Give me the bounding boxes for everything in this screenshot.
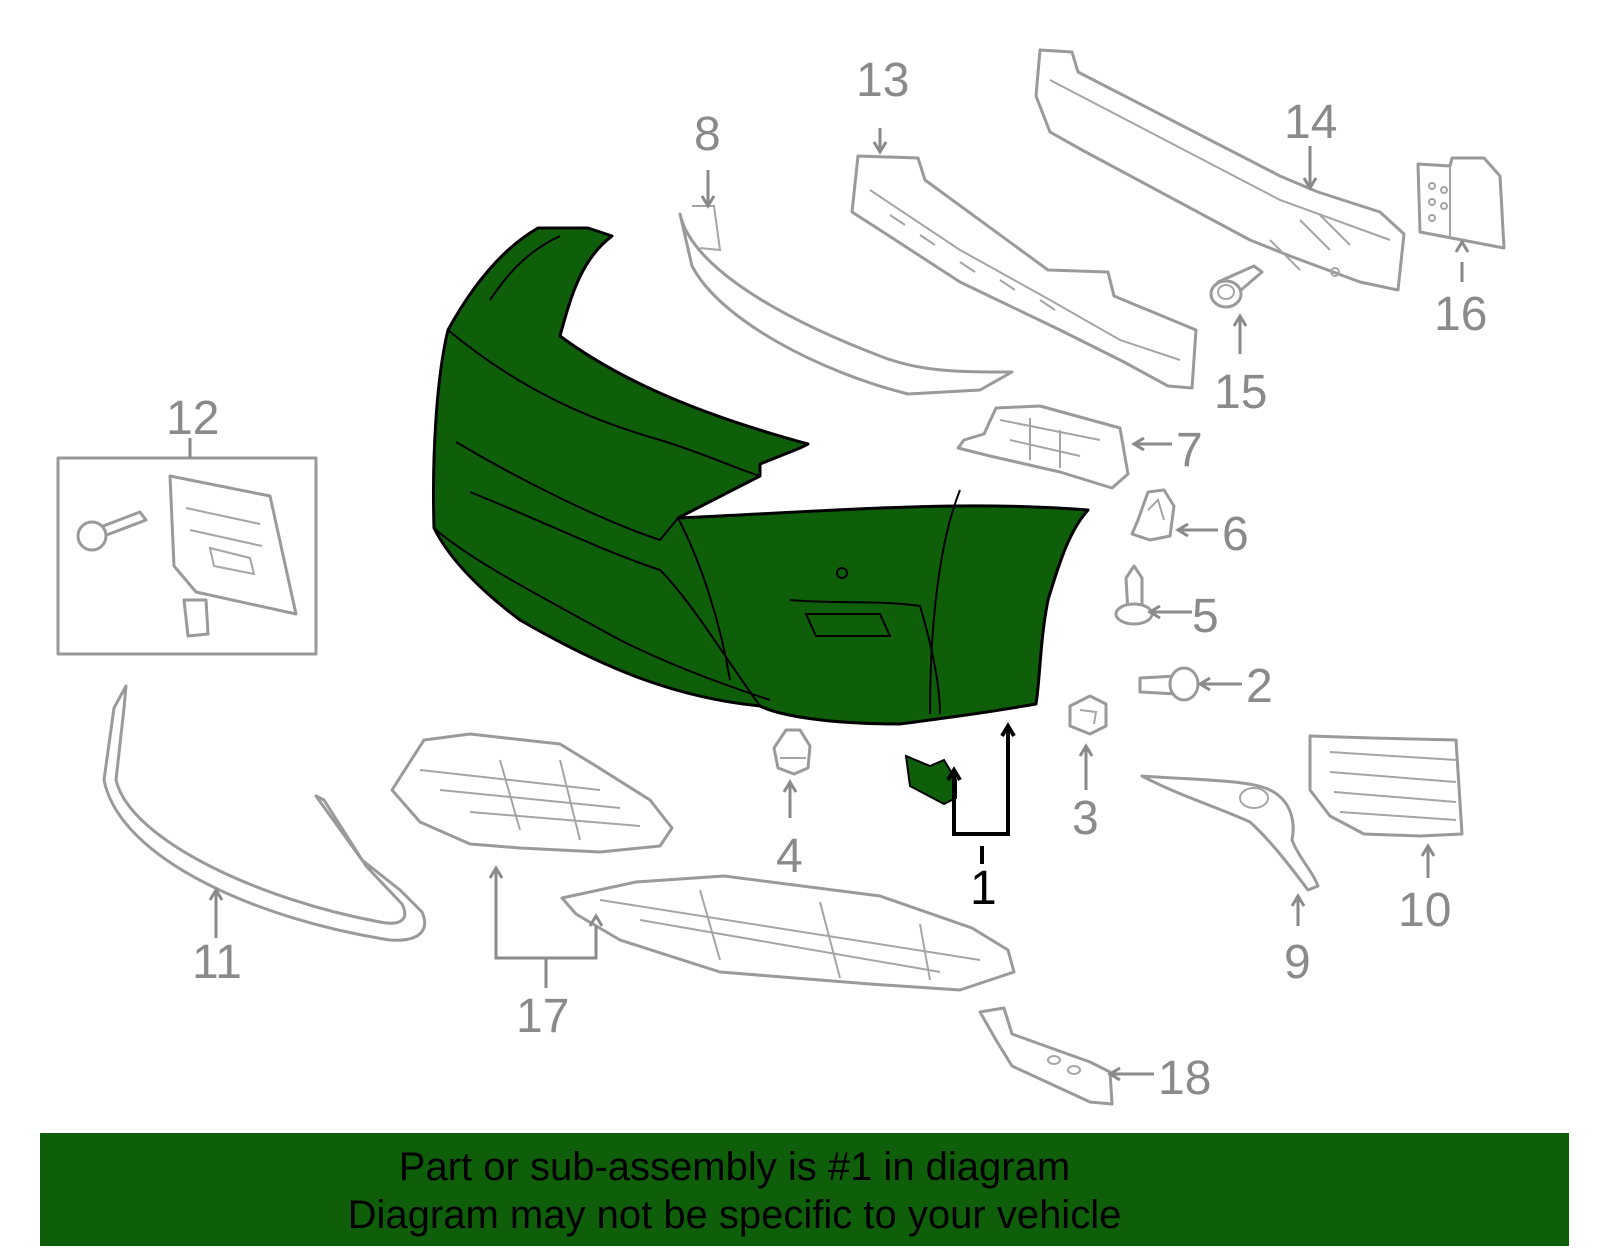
part-4-clip[interactable] [772,728,812,776]
label-1: 1 [970,862,997,915]
label-18: 18 [1158,1052,1211,1105]
label-16: 16 [1434,288,1487,341]
label-12: 12 [166,392,219,445]
bumper-cover-shape [432,226,1090,726]
part-13-absorber[interactable] [850,154,1198,390]
part-14-reinforcement[interactable] [1034,48,1406,292]
info-banner: Part or sub-assembly is #1 in diagram Di… [40,1133,1569,1246]
label-7: 7 [1176,424,1203,477]
part-8-retainer[interactable] [678,205,1014,396]
label-11: 11 [192,936,242,989]
label-17: 17 [516,990,569,1043]
leader-lines [188,128,1470,1082]
part-1-bumper-cover[interactable] [432,226,1090,726]
part-9-fog-bezel[interactable] [1140,774,1320,892]
part-6-clip[interactable] [1130,488,1176,542]
label-5: 5 [1192,590,1219,643]
part-17-under-covers[interactable] [390,732,1016,992]
label-15: 15 [1214,366,1267,419]
banner-line-1: Part or sub-assembly is #1 in diagram [398,1145,1071,1189]
label-4: 4 [776,830,803,883]
part-16-bracket[interactable] [1416,156,1506,250]
part-2-pin-clip[interactable] [1138,666,1200,702]
part-18-lower-bracket[interactable] [978,1006,1114,1106]
label-3: 3 [1072,792,1099,845]
part-10-grille-insert[interactable] [1308,734,1464,838]
label-6: 6 [1222,508,1249,561]
part-12-plate-bracket[interactable] [56,456,318,656]
banner-line-2: Diagram may not be specific to your vehi… [347,1193,1122,1237]
label-13: 13 [856,54,909,107]
part-5-screw[interactable] [1114,564,1154,626]
label-8: 8 [694,108,721,161]
part-7-side-bracket[interactable] [956,404,1130,490]
part-11-lower-molding[interactable] [102,684,427,942]
part-3-nut-clip[interactable] [1068,694,1108,736]
label-9: 9 [1284,936,1311,989]
label-14: 14 [1284,96,1337,149]
part-15-bolt[interactable] [1209,264,1264,309]
label-2: 2 [1246,660,1273,713]
label-10: 10 [1398,884,1451,937]
